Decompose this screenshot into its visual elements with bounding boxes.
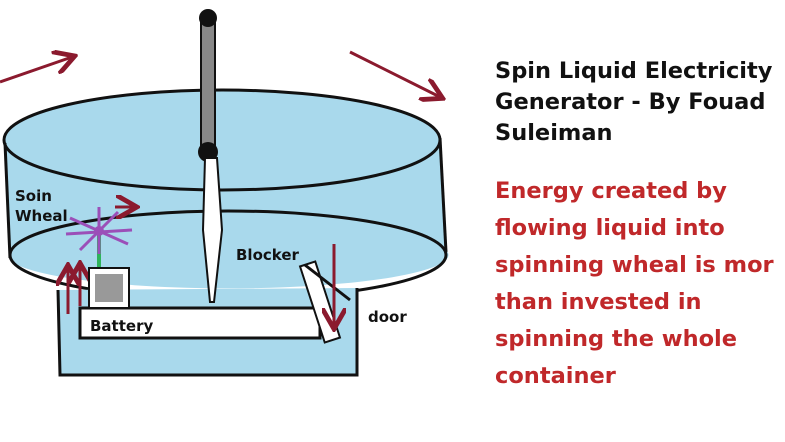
battery-label: Battery — [90, 317, 153, 335]
container-left-wall — [3, 142, 12, 259]
description-line: spinning wheal is mor — [495, 252, 774, 278]
container-top-rim — [2, 88, 442, 192]
door-hinge — [304, 263, 351, 302]
spin-wheel-hub — [94, 226, 104, 236]
blocker-blade — [201, 157, 224, 303]
container-right-wall — [438, 137, 448, 253]
rotation-arrow-right — [349, 50, 440, 97]
description-line: than invested in — [495, 289, 702, 315]
battery-cell — [95, 274, 123, 302]
description-line: container — [495, 363, 616, 389]
description-line: flowing liquid into — [495, 215, 725, 241]
rotation-arrow-left — [0, 57, 72, 84]
diagram-title: Spin Liquid Electricity Generator - By F… — [495, 56, 780, 149]
title-line: Suleiman — [495, 120, 613, 146]
title-line: Spin Liquid Electricity — [495, 58, 773, 84]
battery-channel-white — [78, 306, 322, 340]
door-label: door — [368, 308, 407, 326]
blocker-label: Blocker — [236, 246, 300, 264]
description-line: Energy created by — [495, 178, 727, 204]
drive-shaft — [200, 17, 216, 156]
diagram-description: Energy created by flowing liquid into sp… — [495, 173, 780, 395]
description-line: spinning the whole — [495, 326, 738, 352]
wheel-label-line2: Wheal — [15, 207, 68, 225]
title-line: Generator - By Fouad — [495, 89, 766, 115]
wheel-label-line1: Soin — [15, 187, 52, 205]
shaft-top-cap — [199, 9, 217, 27]
